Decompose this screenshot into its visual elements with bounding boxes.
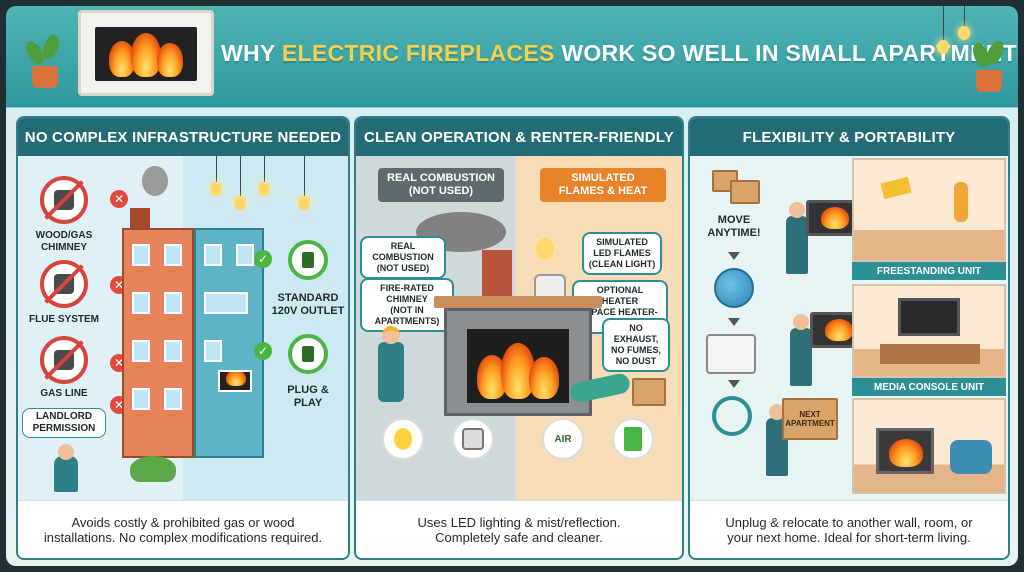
fireplace-illustration: [444, 308, 592, 416]
plug-play-icon: [288, 334, 328, 374]
bulb-icon: [298, 196, 310, 210]
air-quality-icon: AIR: [542, 418, 584, 460]
header-fireplace-icon: [78, 10, 214, 96]
globe-icon: [714, 268, 754, 308]
check-mark-icon: ✓: [254, 250, 272, 268]
modern-building-illustration: [194, 228, 264, 458]
x-mark-icon: ✕: [110, 190, 128, 208]
bulb-icon: [382, 418, 424, 460]
item-label-permission: LANDLORD PERMISSION: [22, 408, 106, 438]
panel-illustration: WOOD/GAS CHIMNEY FLUE SYSTEM GAS LINE LA…: [18, 156, 348, 500]
panel-illustration: MOVE ANYTIME! NEXT APARTMENT FREESTANDIN…: [690, 156, 1008, 500]
panel-footer-text: Uses LED lighting & mist/reflection. Com…: [356, 500, 682, 558]
room-freestanding: [852, 158, 1006, 262]
panel-footer-text: Unplug & relocate to another wall, room,…: [690, 500, 1008, 558]
item-label: GAS LINE: [40, 388, 88, 399]
arrow-icon: [728, 318, 740, 326]
outlet-plug-icon: [288, 240, 328, 280]
outlet-label: STANDARD 120V OUTLET: [271, 292, 345, 317]
panel-illustration: REAL COMBUSTION (NOT USED) SIMULATED FLA…: [356, 156, 682, 500]
heater-icon: [452, 418, 494, 460]
mover-figure: [786, 202, 808, 274]
room-label: MEDIA CONSOLE UNIT: [852, 378, 1006, 396]
room-label: FREESTANDING UNIT: [852, 262, 1006, 280]
bulb-icon: [958, 26, 970, 40]
bubble-no-exhaust: NO EXHAUST, NO FUMES, NO DUST: [602, 318, 670, 372]
bulb-icon: [234, 196, 246, 210]
fireplace-screen: [95, 27, 197, 81]
panel-heading: CLEAN OPERATION & RENTER-FRIENDLY: [356, 118, 682, 156]
plant-pot-icon: [976, 70, 1002, 92]
unplug-cycle-icon: [712, 396, 752, 436]
room-media-console: [852, 284, 1006, 378]
no-gas-line-icon: [40, 336, 88, 384]
plant-pot-icon: [32, 66, 58, 88]
bubble-real-combustion: REAL COMBUSTION (NOT USED): [360, 236, 446, 279]
bulb-icon: [937, 40, 949, 54]
panel-heading: NO COMPLEX INFRASTRUCTURE NEEDED: [18, 118, 348, 156]
tag-simulated-flames: SIMULATED FLAMES & HEAT: [540, 168, 666, 202]
panel-heading: FLEXIBILITY & PORTABILITY: [690, 118, 1008, 156]
check-mark-icon: ✓: [254, 342, 272, 360]
box-icon: [730, 180, 760, 204]
box-label: NEXT APARTMENT: [785, 410, 835, 428]
no-chimney-icon: [40, 176, 88, 224]
panel-footer-text: Avoids costly & prohibited gas or wood i…: [18, 500, 348, 558]
bulb-icon: [210, 182, 222, 196]
building-icon: [612, 418, 654, 460]
plug-play-label: PLUG & PLAY: [287, 384, 329, 409]
panel-infrastructure: NO COMPLEX INFRASTRUCTURE NEEDED WOOD/GA…: [16, 116, 350, 560]
mantle-shelf: [434, 296, 602, 308]
infographic-poster: WHY ELECTRIC FIREPLACES WORK SO WELL IN …: [6, 6, 1018, 566]
panel-clean-operation: CLEAN OPERATION & RENTER-FRIENDLY REAL C…: [354, 116, 684, 560]
title-highlight: ELECTRIC FIREPLACES: [281, 40, 555, 66]
house-icon: [706, 334, 756, 374]
panel-flexibility: FLEXIBILITY & PORTABILITY MOVE ANYTIME! …: [688, 116, 1010, 560]
arrow-icon: [728, 252, 740, 260]
mover-figure: [790, 314, 812, 386]
box-icon: [632, 378, 666, 406]
page-title: WHY ELECTRIC FIREPLACES WORK SO WELL IN …: [221, 40, 1018, 66]
plant-leaf: [39, 32, 63, 62]
item-label: WOOD/GAS CHIMNEY: [35, 230, 93, 253]
next-apartment-box: NEXT APARTMENT: [782, 398, 838, 440]
led-bulb-icon: [536, 238, 554, 260]
move-anytime-label: MOVE ANYTIME!: [707, 214, 761, 239]
no-flue-icon: [40, 260, 88, 308]
header-banner: WHY ELECTRIC FIREPLACES WORK SO WELL IN …: [6, 6, 1018, 106]
item-label: FLUE SYSTEM: [28, 314, 99, 325]
room-next-home: [852, 398, 1006, 494]
bubble-led-flames: SIMULATED LED FLAMES (CLEAN LIGHT): [582, 232, 662, 275]
old-building-illustration: [122, 228, 194, 458]
bulb-icon: [258, 182, 270, 196]
tag-real-combustion: REAL COMBUSTION (NOT USED): [378, 168, 504, 202]
arrow-icon: [728, 380, 740, 388]
